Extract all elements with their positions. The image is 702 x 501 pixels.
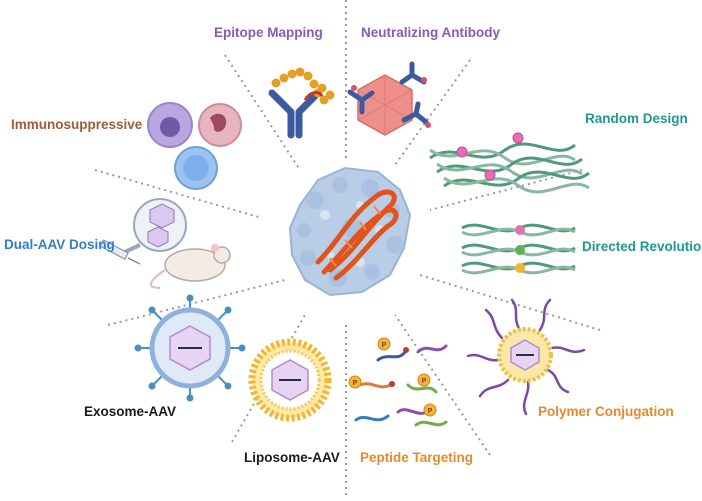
peptide-p-2: P: [382, 342, 387, 349]
polymer-icon: [466, 298, 586, 416]
dna-directed-icon: [461, 223, 576, 275]
antibody-capsid-icon: [347, 61, 431, 136]
peptide-p-3: P: [422, 378, 427, 385]
label-dual-aav-dosing: Dual-AAV Dosing: [4, 237, 115, 252]
label-neutralizing-antibody: Neutralizing Antibody: [361, 25, 500, 40]
label-immunosuppressive: Immunosuppressive: [11, 117, 143, 132]
aav-capsid-center-icon: [288, 166, 412, 297]
liposome-icon: [248, 338, 332, 422]
peptide-p-4: P: [428, 408, 433, 415]
label-directed-revolution: Directed Revolution: [582, 239, 702, 254]
label-liposome-aav: Liposome-AAV: [244, 450, 340, 465]
divider-lines: [94, 0, 601, 496]
peptides-icon: P P P P: [348, 337, 448, 427]
label-peptide-targeting: Peptide Targeting: [360, 450, 474, 465]
mouse-injection-icon: [99, 198, 231, 289]
label-polymer-conjugation: Polymer Conjugation: [538, 404, 674, 419]
peptide-p-1: P: [353, 380, 358, 387]
label-random-design: Random Design: [585, 111, 688, 126]
label-exosome-aav: Exosome-AAV: [84, 404, 177, 419]
antibody-epitope-icon: [268, 67, 335, 139]
label-epitope-mapping: Epitope Mapping: [214, 25, 323, 40]
immune-cells-icon: [147, 102, 242, 190]
dna-random-icon: [429, 132, 590, 194]
exosome-icon: [134, 294, 246, 402]
